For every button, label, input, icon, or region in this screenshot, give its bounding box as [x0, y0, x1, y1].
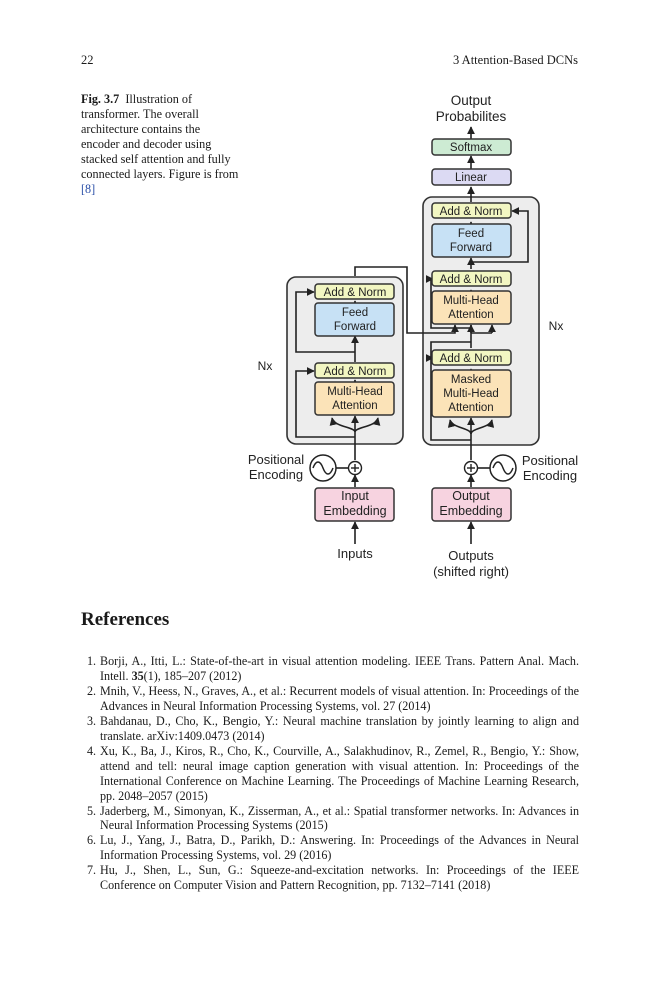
citation-link[interactable]: [8]: [81, 182, 96, 196]
reference-item: 6.Lu, J., Yang, J., Batra, D., Parikh, D…: [87, 833, 579, 863]
encoder-multi-head-attention: [314, 381, 395, 416]
decoder-multi-head-attention: [431, 290, 512, 325]
shifted-right-label: (shifted right): [433, 564, 509, 579]
figure-caption: Fig. 3.7 Illustration of transformer. Th…: [81, 92, 241, 197]
decoder-mha-label-2: Attention: [448, 309, 493, 321]
encoder-feed-label: Feed: [342, 307, 368, 319]
decoder-feed-forward: [431, 223, 512, 258]
decoder-masked-label-2: Multi-Head: [443, 388, 499, 400]
encoder-nx-label: Nx: [258, 359, 273, 373]
reference-list: 1.Borji, A., Itti, L.: State-of-the-art …: [81, 654, 579, 893]
reference-item: 2.Mnih, V., Heess, N., Graves, A., et al…: [87, 683, 579, 713]
decoder-feed-label: Feed: [458, 228, 484, 240]
reference-item: 7.Hu, J., Shen, L., Sun, G.: Squeeze-and…: [87, 863, 579, 893]
input-embedding-block: [314, 487, 395, 522]
linear-block: [431, 168, 512, 186]
encoder-positional-encoding-icon: [309, 454, 337, 482]
encoder-mha-label-2: Attention: [332, 400, 377, 412]
output-title-line2: Probabilites: [436, 109, 507, 124]
output-embedding-label-2: Embedding: [439, 504, 502, 518]
decoder-add-norm-1-label: Add & Norm: [440, 353, 503, 365]
page-number: 22: [81, 53, 94, 67]
softmax-block: [431, 138, 512, 156]
figure-label: Fig. 3.7: [81, 92, 120, 106]
input-embedding-label-2: Embedding: [323, 504, 386, 518]
encoder-forward-label: Forward: [334, 321, 376, 333]
caption-text: Illustration of transformer. The overall…: [81, 92, 239, 181]
decoder-add-norm-3: [431, 202, 512, 219]
decoder-nx-label: Nx: [549, 319, 564, 333]
encoder-positional-label-1: Positional: [248, 452, 304, 467]
reference-item: 5.Jaderberg, M., Simonyan, K., Zisserman…: [87, 803, 579, 833]
output-embedding-block: [431, 487, 512, 522]
linear-label: Linear: [455, 172, 487, 184]
reference-item: 3.Bahdanau, D., Cho, K., Bengio, Y.: Neu…: [87, 713, 579, 743]
decoder-masked-label-3: Attention: [448, 402, 493, 414]
references-heading: References: [81, 609, 170, 630]
connectors: [295, 126, 529, 544]
encoder-stack: [286, 276, 404, 445]
encoder-plus-icon: [347, 460, 363, 476]
running-header: 3 Attention-Based DCNs: [453, 53, 578, 67]
decoder-forward-label: Forward: [450, 242, 492, 254]
encoder-add-norm-1: [314, 362, 395, 379]
decoder-masked-label-1: Masked: [451, 374, 491, 386]
reference-item: 1.Borji, A., Itti, L.: State-of-the-art …: [87, 654, 579, 683]
decoder-masked-attention: [431, 369, 512, 418]
decoder-add-norm-3-label: Add & Norm: [440, 206, 503, 218]
encoder-mha-label-1: Multi-Head: [327, 386, 383, 398]
softmax-label: Softmax: [450, 142, 492, 154]
decoder-plus-icon: [463, 460, 479, 476]
reference-item: 4.Xu, K., Ba, J., Kiros, R., Cho, K., Co…: [87, 743, 579, 803]
decoder-add-norm-2: [431, 270, 512, 287]
encoder-positional-label-2: Encoding: [249, 467, 303, 482]
decoder-positional-label-2: Encoding: [523, 468, 577, 483]
encoder-add-norm-2-label: Add & Norm: [324, 287, 387, 299]
decoder-add-norm-2-label: Add & Norm: [440, 274, 503, 286]
transformer-diagram: Output Probabilites Softmax Linear Add &…: [248, 93, 578, 579]
decoder-positional-encoding-icon: [489, 454, 517, 482]
encoder-add-norm-1-label: Add & Norm: [324, 366, 387, 378]
inputs-label: Inputs: [337, 546, 373, 561]
encoder-feed-forward: [314, 302, 395, 337]
decoder-mha-label-1: Multi-Head: [443, 295, 499, 307]
decoder-add-norm-1: [431, 349, 512, 366]
decoder-positional-label-1: Positional: [522, 453, 578, 468]
encoder-add-norm-2: [314, 283, 395, 300]
outputs-label: Outputs: [448, 548, 494, 563]
output-embedding-label-1: Output: [452, 489, 490, 503]
input-embedding-label-1: Input: [341, 489, 369, 503]
output-title-line1: Output: [451, 93, 492, 108]
